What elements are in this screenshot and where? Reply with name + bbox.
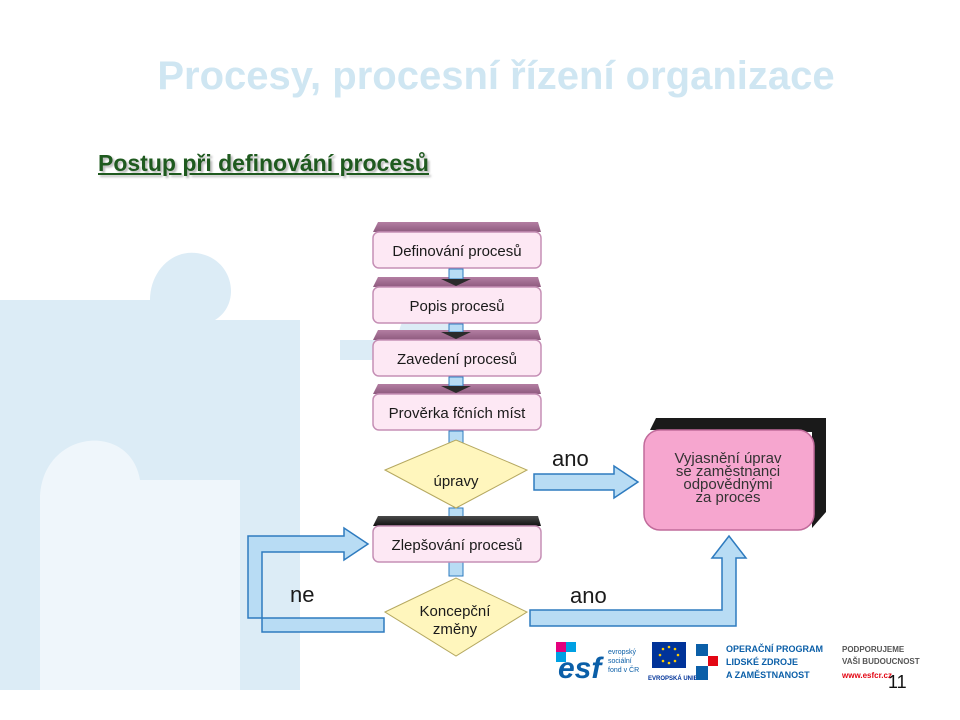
esf-logo: esf evropský sociální fond v ČR [556,642,639,685]
clarify-box [643,418,826,531]
svg-text:esf: esf [558,652,604,685]
decision-label-upravy: úpravy [433,473,479,490]
improve-label: Zlepšování procesů [391,537,523,554]
step-label-2: Popis procesů [409,298,505,315]
svg-text:VAŠI BUDOUCNOST: VAŠI BUDOUCNOST [842,657,920,666]
connector-arrows [441,268,471,577]
clarify-label: Vyjasnění úprav se zaměstnanci odpovědný… [674,450,782,506]
decision-label-koncepcni: Koncepční změny [419,603,491,638]
page-number: 11 [888,672,907,692]
process-box-4 [372,384,542,431]
svg-text:sociální: sociální [608,658,632,665]
support-text: PODPORUJEME VAŠI BUDOUCNOST www.esfcr.cz [841,645,920,680]
process-box-1 [372,222,542,269]
svg-text:LIDSKÉ ZDROJE: LIDSKÉ ZDROJE [726,657,798,667]
step-label-1: Definování procesů [392,243,522,260]
slide-subtitle: Postup při definování procesů [98,150,429,176]
svg-text:A ZAMĚSTNANOST: A ZAMĚSTNANOST [726,669,810,680]
slide-title: Procesy, procesní řízení organizace [157,54,835,98]
label-yes-2: ano [570,583,607,608]
footer-logos: esf evropský sociální fond v ČR EVROPSKÁ… [556,638,936,693]
step-label-3: Zavedení procesů [396,351,518,368]
svg-text:fond v ČR: fond v ČR [608,665,639,674]
svg-text:www.esfcr.cz: www.esfcr.cz [841,671,892,680]
op-logo: OPERAČNÍ PROGRAM LIDSKÉ ZDROJE A ZAMĚSTN… [696,643,823,680]
puzzle-decoration [0,252,500,690]
arrow-yes-1 [533,464,640,500]
label-yes-1: ano [552,446,589,471]
svg-text:PODPORUJEME: PODPORUJEME [842,645,905,654]
label-no: ne [290,582,315,607]
decision-upravy [383,439,529,509]
svg-text:EVROPSKÁ UNIE: EVROPSKÁ UNIE [648,675,698,682]
process-box-improve [372,516,542,563]
process-box-2 [372,277,542,324]
arrow-yes-2 [529,534,748,627]
svg-text:evropský: evropský [608,649,637,656]
decision-koncepcni [383,577,529,657]
svg-text:OPERAČNÍ PROGRAM: OPERAČNÍ PROGRAM [726,643,823,654]
step-label-4: Prověrka fčních míst [388,405,526,422]
puzzle-piece-bottom [40,440,240,690]
arrow-no-loop [247,526,385,633]
eu-flag: EVROPSKÁ UNIE [648,642,698,682]
